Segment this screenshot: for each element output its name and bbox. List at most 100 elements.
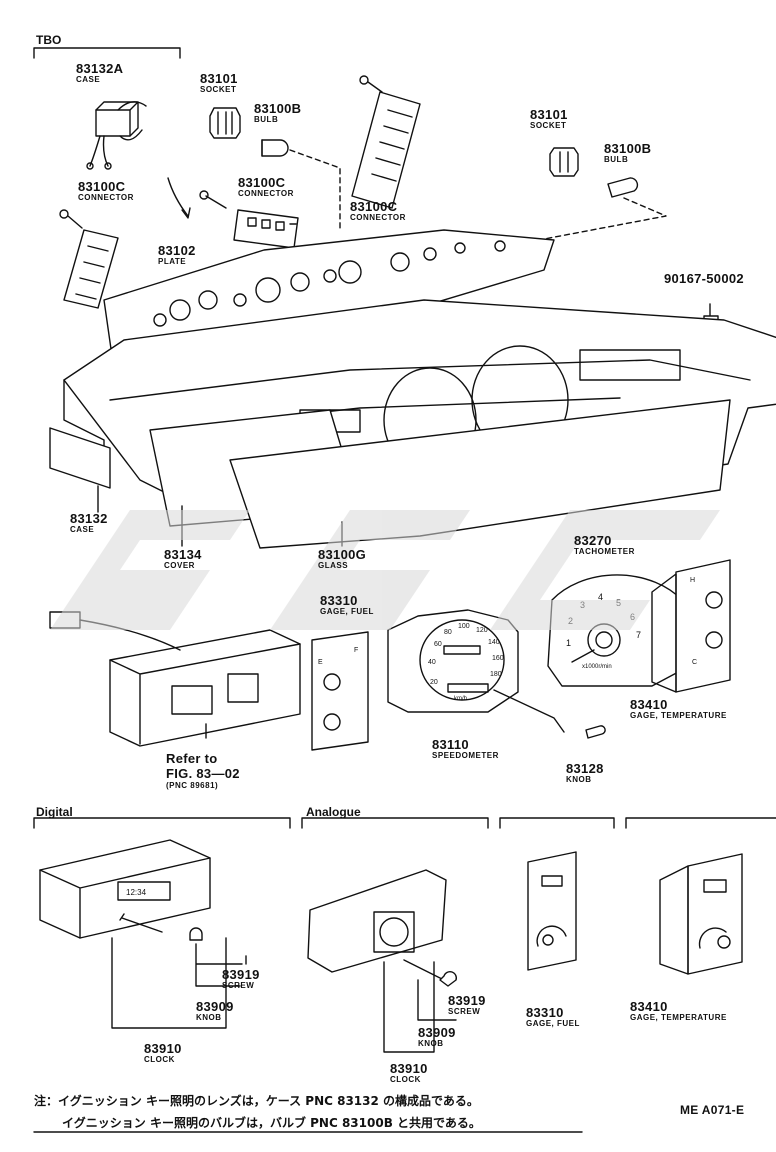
label-refer-to: Refer to FIG. 83—02 (PNC 89681) bbox=[166, 752, 240, 790]
label-connector-3: 83100C CONNECTOR bbox=[350, 200, 406, 222]
knob-drawing bbox=[585, 725, 606, 739]
part-name: SOCKET bbox=[530, 121, 567, 130]
part-name: SOCKET bbox=[200, 85, 237, 94]
analogue-bracket bbox=[301, 817, 489, 829]
refer-line-1: Refer to bbox=[166, 751, 218, 766]
tacho-number-4: 4 bbox=[598, 592, 603, 602]
part-name: BULB bbox=[254, 115, 279, 124]
digital-bracket bbox=[33, 817, 291, 829]
label-case-b: 83132 CASE bbox=[70, 512, 108, 534]
label-digital-knob: 83909 KNOB bbox=[196, 1000, 234, 1022]
part-name: GAGE, FUEL bbox=[526, 1019, 580, 1028]
part-number: 83110 bbox=[432, 737, 469, 752]
part-number: 83919 bbox=[448, 993, 486, 1008]
tacho-number-5: 5 bbox=[616, 598, 621, 608]
temp-c: C bbox=[692, 659, 697, 666]
note-line-2: イグニッション キー照明のバルブは，バルブ PNC 83100B と共用である。 bbox=[62, 1116, 481, 1130]
digital-clock-drawing bbox=[39, 839, 247, 1029]
display-unit-drawing bbox=[49, 611, 301, 747]
bulb-1-drawing bbox=[261, 139, 289, 157]
temp-h: H bbox=[690, 577, 695, 584]
part-number: 83100C bbox=[350, 199, 398, 214]
part-name: CLOCK bbox=[144, 1055, 175, 1064]
part-number: 83310 bbox=[320, 593, 358, 608]
section-digital: Digital bbox=[36, 805, 73, 819]
part-number: 83310 bbox=[526, 1005, 564, 1020]
analogue-clock-drawing bbox=[307, 869, 458, 1053]
part-number: 83102 bbox=[158, 243, 196, 258]
part-number: 83410 bbox=[630, 999, 668, 1014]
label-digital-clock: 83910 CLOCK bbox=[144, 1042, 182, 1064]
part-name: GAGE, TEMPERATURE bbox=[630, 711, 727, 720]
socket-2-drawing bbox=[549, 147, 579, 177]
label-analogue-knob: 83909 KNOB bbox=[418, 1026, 456, 1048]
part-name: CASE bbox=[70, 525, 95, 534]
arrow-curve bbox=[167, 177, 189, 217]
part-name: SCREW bbox=[448, 1007, 481, 1016]
part-number: 83132 bbox=[70, 511, 108, 526]
label-plate: 83102 PLATE bbox=[158, 244, 196, 266]
label-bulb-1: 83100B BULB bbox=[254, 102, 301, 124]
speedo-20: 20 bbox=[430, 679, 438, 686]
part-number: 83910 bbox=[390, 1061, 428, 1076]
dashed-leader bbox=[289, 149, 341, 229]
socket-1-drawing bbox=[209, 107, 241, 139]
label-bulb-2: 83100B BULB bbox=[604, 142, 651, 164]
label-fuel-gage: 83310 GAGE, FUEL bbox=[320, 594, 374, 616]
speedo-60: 60 bbox=[434, 641, 442, 648]
part-number: 83134 bbox=[164, 547, 202, 562]
fuel-gage-2-drawing bbox=[527, 851, 577, 971]
part-number: 83101 bbox=[200, 71, 238, 86]
speedo-180: 180 bbox=[490, 671, 502, 678]
tacho-number-6: 6 bbox=[630, 612, 635, 622]
note-line-1: 注：イグニッション キー照明のレンズは，ケース PNC 83132 の構成品であ… bbox=[34, 1094, 479, 1108]
label-connector-1: 83100C CONNECTOR bbox=[78, 180, 134, 202]
part-name: CLOCK bbox=[390, 1075, 421, 1084]
fuel-e: E bbox=[318, 659, 323, 666]
speedo-100: 100 bbox=[458, 623, 470, 630]
speedo-unit: km/h bbox=[454, 696, 467, 702]
label-tachometer: 83270 TACHOMETER bbox=[574, 534, 635, 556]
part-name: COVER bbox=[164, 561, 195, 570]
part-number: 83919 bbox=[222, 967, 260, 982]
part-name: PLATE bbox=[158, 257, 187, 266]
part-name: TACHOMETER bbox=[574, 547, 635, 556]
connector-2-drawing bbox=[199, 190, 299, 249]
part-number: 83128 bbox=[566, 761, 604, 776]
tachometer-drawing bbox=[547, 574, 683, 687]
label-knob: 83128 KNOB bbox=[566, 762, 604, 784]
part-number: 83100C bbox=[78, 179, 126, 194]
fuel-gage-drawing bbox=[311, 631, 369, 751]
label-socket-2: 83101 SOCKET bbox=[530, 108, 568, 130]
refer-line-3: (PNC 89681) bbox=[166, 781, 219, 790]
connector-1-drawing bbox=[59, 209, 119, 309]
label-analogue-screw: 83919 SCREW bbox=[448, 994, 486, 1016]
part-name: CONNECTOR bbox=[78, 193, 134, 202]
part-number: 83132A bbox=[76, 61, 124, 76]
label-cover: 83134 COVER bbox=[164, 548, 202, 570]
bulb-2-drawing bbox=[607, 177, 639, 198]
speedo-80: 80 bbox=[444, 629, 452, 636]
part-name: KNOB bbox=[566, 775, 592, 784]
label-screw-bolt: 90167-50002 bbox=[664, 271, 744, 286]
connector-3-drawing bbox=[351, 75, 421, 209]
part-number: 83410 bbox=[630, 697, 668, 712]
label-temp-gage: 83410 GAGE, TEMPERATURE bbox=[630, 698, 727, 720]
part-name: CONNECTOR bbox=[238, 189, 294, 198]
tacho-number-2: 2 bbox=[568, 616, 573, 626]
speedo-160: 160 bbox=[492, 655, 504, 662]
label-glass: 83100G GLASS bbox=[318, 548, 366, 570]
tbo-bracket bbox=[33, 47, 181, 59]
part-name: BULB bbox=[604, 155, 629, 164]
tacho-number-1: 1 bbox=[566, 638, 571, 648]
part-number: 83910 bbox=[144, 1041, 182, 1056]
label-speedometer: 83110 SPEEDOMETER bbox=[432, 738, 499, 760]
digital-clock-digits: 12:34 bbox=[126, 888, 147, 897]
temp-gage-2-drawing bbox=[659, 853, 743, 975]
tacho-number-3: 3 bbox=[580, 600, 585, 610]
part-name: GLASS bbox=[318, 561, 349, 570]
part-number: 83101 bbox=[530, 107, 568, 122]
part-name: SCREW bbox=[222, 981, 255, 990]
part-name: KNOB bbox=[418, 1039, 444, 1048]
